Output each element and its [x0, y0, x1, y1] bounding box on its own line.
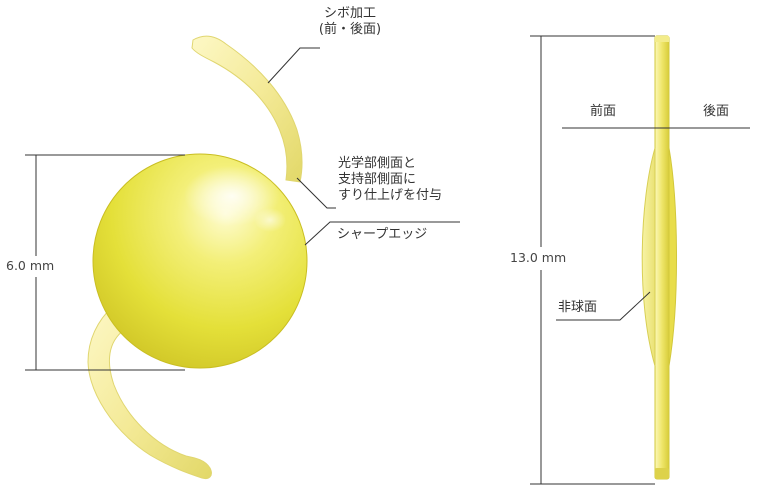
side-finish-line2: 支持部側面に [338, 172, 417, 187]
upper-haptic [191, 35, 303, 183]
aspheric-label: 非球面 [558, 300, 598, 315]
texture-label: シボ加工 (前・後面) [305, 6, 395, 38]
aspheric-leader [556, 291, 651, 321]
side-optic-bulge-back [668, 147, 678, 367]
overall-length-label: 13.0 mm [510, 250, 567, 265]
texture-label-line1: シボ加工 [323, 6, 376, 21]
side-finish-label: 光学部側面と 支持部側面に すり仕上げを付与 [338, 156, 442, 204]
edge-leader [304, 221, 460, 246]
texture-leader [267, 47, 320, 84]
side-finish-line1: 光学部側面と [338, 156, 417, 171]
side-optic-bulge [641, 147, 656, 367]
edge-label: シャープエッジ [337, 227, 428, 242]
side-lens-cap-top [655, 36, 669, 42]
optic-diameter-label: 6.0 mm [6, 258, 55, 273]
side-lens-body [654, 35, 670, 480]
texture-label-line2: (前・後面) [318, 22, 382, 37]
lower-haptic [87, 304, 212, 479]
side-finish-line3: すり仕上げを付与 [338, 188, 443, 203]
optic-highlight-small [254, 208, 286, 232]
side-lens-cap-bottom [655, 468, 669, 479]
side-finish-leader [296, 177, 336, 209]
optic-highlight [184, 166, 280, 226]
front-surface-label: 前面 [590, 104, 617, 119]
back-surface-label: 後面 [703, 104, 730, 119]
